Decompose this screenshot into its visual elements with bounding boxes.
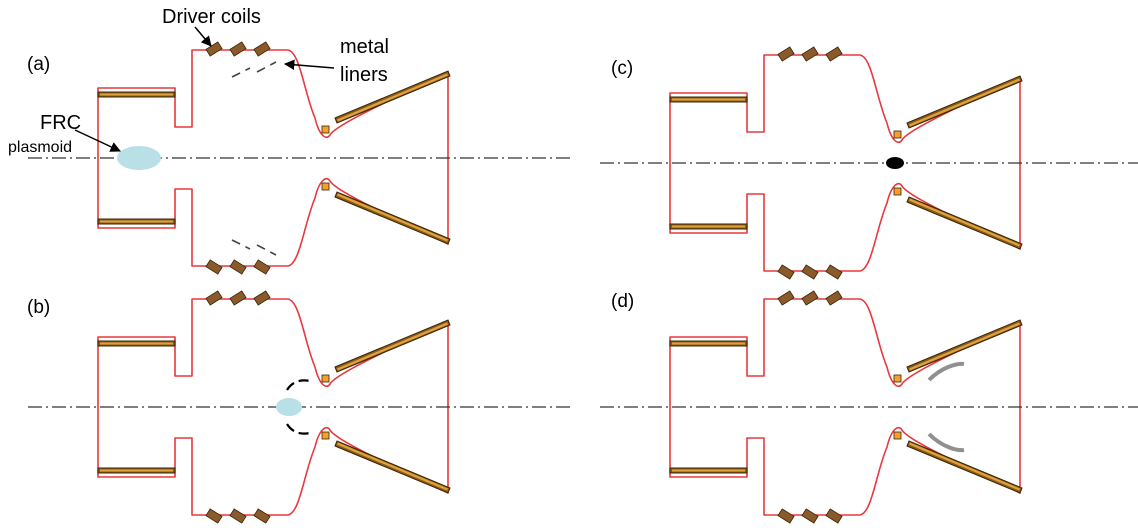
driver-coil-upper [777, 290, 795, 306]
driver-coil-upper [205, 290, 223, 306]
magnet-bar-lower-left [97, 218, 176, 225]
magnet-bar-upper-left [669, 340, 748, 347]
throat-magnet-upper [321, 125, 330, 134]
panel-label-b: (b) [27, 297, 50, 318]
driver-coils-label: Driver coils [162, 6, 261, 28]
metal-liners-arrow [283, 59, 335, 71]
driver-coil-lower [825, 508, 843, 524]
metal-liner-upper [231, 61, 277, 78]
driver-coil-upper [205, 41, 223, 57]
frc-plasmoid [276, 398, 302, 416]
frc-label: FRC [40, 112, 81, 134]
expanding-plasma-lower [927, 432, 965, 453]
driver-coil-upper [229, 41, 247, 57]
throat-magnet-lower [321, 431, 330, 440]
chamber-wall-upper [97, 298, 449, 407]
chamber-wall-lower [97, 407, 449, 516]
nozzle-bar-upper [906, 319, 1023, 373]
magnet-bar-lower-left [669, 467, 748, 474]
driver-coil-lower [229, 259, 247, 275]
throat-magnet-lower [321, 182, 330, 191]
driver-coil-upper [825, 46, 843, 62]
compressed-plasma [886, 157, 904, 169]
driver-coil-lower [801, 264, 819, 280]
panel-d [600, 290, 1138, 524]
driver-coil-upper [229, 290, 247, 306]
driver-coil-lower [253, 259, 271, 275]
liner-shell-lower [286, 423, 311, 435]
nozzle-bar-upper [334, 319, 451, 373]
driver-coil-lower [205, 259, 223, 275]
driver-coil-upper [801, 46, 819, 62]
chamber-wall-upper [669, 298, 1021, 407]
panel-label-d: (d) [611, 291, 634, 312]
driver-coil-upper [825, 290, 843, 306]
driver-coil-upper [777, 46, 795, 62]
throat-magnet-upper [893, 374, 902, 383]
throat-magnet-lower [893, 187, 902, 196]
driver-coil-lower [801, 508, 819, 524]
driver-coil-upper [253, 41, 271, 57]
chamber-wall-lower [97, 158, 449, 267]
panel-a [28, 41, 570, 275]
driver-coils-arrow [194, 26, 212, 47]
frc-plasmoid [117, 146, 161, 170]
driver-coil-upper [801, 290, 819, 306]
magnet-bar-lower-left [669, 223, 748, 230]
chamber-wall-lower [669, 407, 1021, 516]
driver-coil-lower [825, 264, 843, 280]
nozzle-bar-upper [906, 75, 1023, 129]
panel-label-a: (a) [27, 54, 50, 75]
panel-c [600, 46, 1138, 280]
plasmoid-label: plasmoid [8, 139, 72, 156]
driver-coil-upper [253, 290, 271, 306]
panel-b [28, 290, 570, 524]
magnet-bar-upper-left [97, 91, 176, 98]
frc-arrow [74, 129, 121, 152]
chamber-wall-upper [669, 54, 1021, 163]
liner-shell-upper [286, 379, 311, 391]
liners-label: liners [340, 64, 388, 86]
chamber-wall-lower [669, 163, 1021, 272]
nozzle-bar-lower [906, 440, 1023, 494]
nozzle-bar-lower [906, 196, 1023, 250]
chamber-wall-upper [97, 49, 449, 158]
expanding-plasma-upper [927, 361, 965, 382]
nozzle-bar-lower [334, 440, 451, 494]
driver-coil-lower [253, 508, 271, 524]
magnet-bar-lower-left [97, 467, 176, 474]
metal-label: metal [340, 36, 389, 58]
magnet-bar-upper-left [97, 340, 176, 347]
driver-coil-lower [777, 264, 795, 280]
throat-magnet-lower [893, 431, 902, 440]
nozzle-bar-upper [334, 70, 451, 124]
nozzle-bar-lower [334, 191, 451, 245]
metal-liner-lower [231, 239, 277, 256]
driver-coil-lower [229, 508, 247, 524]
panel-label-c: (c) [611, 58, 633, 79]
throat-magnet-upper [321, 374, 330, 383]
throat-magnet-upper [893, 130, 902, 139]
magnet-bar-upper-left [669, 96, 748, 103]
driver-coil-lower [777, 508, 795, 524]
driver-coil-lower [205, 508, 223, 524]
